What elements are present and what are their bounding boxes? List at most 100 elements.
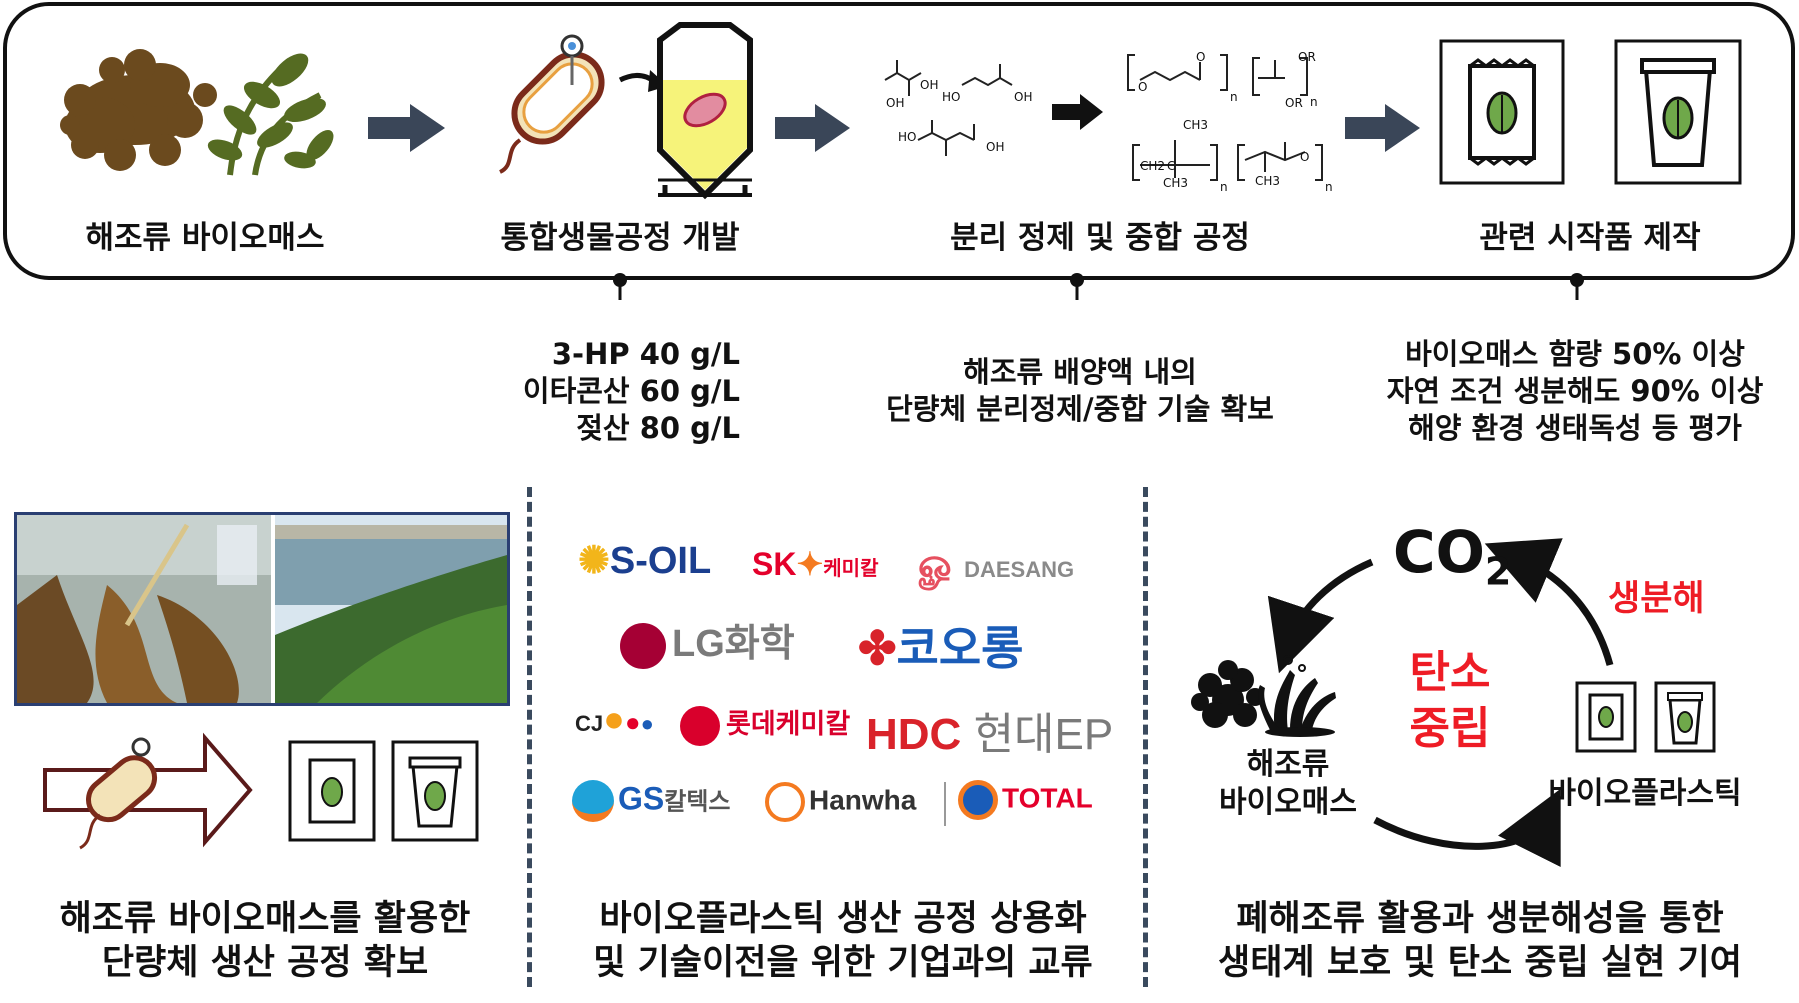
- logo-subtext: 현대EP: [973, 710, 1114, 759]
- logo-text: SK: [752, 546, 797, 582]
- chem-or: OR: [1298, 50, 1316, 64]
- process-graphics: [60, 22, 1742, 300]
- panel-divider-right: [1143, 487, 1148, 987]
- algae-biomass-icon: [60, 49, 334, 176]
- note-stage3: 해조류 배양액 내의 단량체 분리정제/중합 기술 확보: [820, 354, 1340, 428]
- bioprocess-graphic: [43, 732, 479, 850]
- stage-label-purification: 분리 정제 및 중합 공정: [950, 220, 1250, 256]
- note-line: 단량체 분리정제/중합 기술 확보: [886, 392, 1274, 426]
- co2-subscript: 2: [1484, 549, 1512, 594]
- logo-hanwha: Hanwha: [765, 782, 916, 822]
- connector-dot-2: [613, 273, 627, 287]
- logo-lotte: 롯데케미칼: [680, 702, 850, 746]
- arrow-co2-to-algae: [1267, 558, 1374, 674]
- note-line: 이타콘산 60 g/L: [522, 374, 740, 408]
- center-line: 중립: [1409, 703, 1491, 754]
- cup-icon-small: [391, 740, 479, 842]
- chem-o: O: [1196, 50, 1206, 64]
- carbon-cycle-graphic: [1191, 538, 1716, 867]
- logo-cj: CJ●●●: [575, 698, 654, 739]
- panel-divider-left: [527, 487, 532, 987]
- carbon-neutral-label: 탄소 중립: [1395, 645, 1505, 757]
- logo-text: LG화학: [672, 623, 795, 665]
- chem-oh: OH: [886, 96, 905, 110]
- stage-label-bioprocess: 통합생물공정 개발: [500, 220, 740, 256]
- biodegradation-label: 생분해: [1608, 579, 1705, 619]
- process-arrow-4: [1345, 104, 1420, 152]
- chem-c: C: [1167, 159, 1176, 173]
- logo-text: 롯데케미칼: [726, 709, 851, 739]
- co2-text: CO: [1393, 518, 1485, 586]
- chem-n: n: [1325, 180, 1333, 194]
- chem-ch3: CH3: [1255, 174, 1281, 188]
- pouch-icon: [1439, 39, 1565, 185]
- logo-text: 코오롱: [896, 622, 1024, 674]
- fermenter-icon: [657, 22, 753, 200]
- logo-separator: [944, 782, 946, 826]
- chem-ch2: CH2: [1140, 159, 1166, 173]
- chem-oh: OH: [986, 140, 1005, 154]
- note-line: 3-HP 40 g/L: [551, 337, 740, 371]
- arrow-plastic-to-co2: [1484, 538, 1614, 666]
- caption-line: 및 기술이전을 위한 기업과의 교류: [593, 943, 1093, 983]
- arrow-algae-to-plastic: [1373, 788, 1561, 867]
- caption-line: 폐해조류 활용과 생분해성을 통한: [1236, 899, 1724, 939]
- left-panel-caption: 해조류 바이오매스를 활용한 단량체 생산 공정 확보: [20, 897, 510, 985]
- logo-daesang: ௐ DAESANG: [918, 542, 1075, 586]
- logo-text: HDC: [866, 710, 962, 759]
- chem-oh: OH: [920, 78, 939, 92]
- logo-text: GS: [618, 780, 665, 817]
- algae-line: 해조류: [1246, 747, 1330, 782]
- logo-gs: GS칼텍스: [572, 780, 730, 822]
- process-arrow-3: [1052, 94, 1103, 130]
- chem-ho: HO: [942, 90, 961, 104]
- polymer-structures: [1127, 54, 1323, 181]
- chem-ch3: CH3: [1183, 118, 1209, 132]
- process-arrow-2: [775, 104, 850, 152]
- monomer-structures: [884, 60, 1013, 156]
- logo-subtext: 칼텍스: [664, 788, 731, 816]
- note-line: 해양 환경 생태독성 등 평가: [1408, 411, 1742, 445]
- algae-line: 바이오매스: [1219, 785, 1357, 820]
- bacterium-icon: [498, 34, 605, 174]
- logo-subtext: 케미칼: [823, 558, 879, 580]
- logo-soil: ✺S-OIL: [578, 540, 712, 582]
- cup-icon-tiny: [1654, 681, 1716, 753]
- caption-line: 생태계 보호 및 탄소 중립 실현 기여: [1218, 943, 1742, 983]
- chem-n: n: [1230, 90, 1238, 104]
- chem-n: n: [1310, 95, 1318, 109]
- chem-n: n: [1220, 180, 1228, 194]
- pouch-icon-tiny: [1575, 681, 1637, 753]
- logo-lg: LG화학: [620, 612, 795, 669]
- note-line: 젖산 80 g/L: [576, 411, 740, 445]
- logo-text: TOTAL: [1002, 782, 1093, 814]
- co2-label: CO2: [1393, 518, 1511, 594]
- logo-text: DAESANG: [964, 557, 1075, 582]
- logo-text: S-OIL: [609, 540, 712, 582]
- bioplastic-label: 바이오플라스틱: [1548, 776, 1742, 811]
- note-line: 해조류 배양액 내의: [963, 355, 1197, 389]
- connector-dot-3: [1070, 273, 1084, 287]
- process-arrow-1: [368, 104, 445, 152]
- note-line: 바이오매스 함량 50% 이상: [1405, 337, 1745, 371]
- chem-or: OR: [1285, 96, 1303, 110]
- caption-line: 해조류 바이오매스를 활용한: [59, 899, 471, 939]
- chem-ch3: CH3: [1163, 176, 1189, 190]
- seaweed-photo: [14, 512, 510, 706]
- chem-oh: OH: [1014, 90, 1033, 104]
- center-line: 탄소: [1409, 647, 1491, 698]
- logo-text: Hanwha: [809, 784, 917, 816]
- connector-dot-4: [1570, 273, 1584, 287]
- chem-o: O: [1138, 80, 1148, 94]
- logo-text: CJ: [575, 711, 604, 736]
- logo-sk: SK✦케미칼: [752, 546, 879, 582]
- pouch-icon-small: [288, 740, 376, 842]
- cup-icon: [1614, 39, 1742, 185]
- chem-o: O: [1300, 150, 1310, 164]
- chem-ho: HO: [898, 130, 917, 144]
- stage-label-biomass: 해조류 바이오매스: [85, 220, 325, 256]
- algae-biomass-label: 해조류 바이오매스: [1183, 746, 1393, 822]
- note-stage2: 3-HP 40 g/L 이타콘산 60 g/L 젖산 80 g/L: [440, 336, 740, 447]
- right-panel-caption: 폐해조류 활용과 생분해성을 통한 생태계 보호 및 탄소 중립 실현 기여: [1165, 897, 1795, 985]
- note-line: 자연 조건 생분해도 90% 이상: [1386, 374, 1764, 408]
